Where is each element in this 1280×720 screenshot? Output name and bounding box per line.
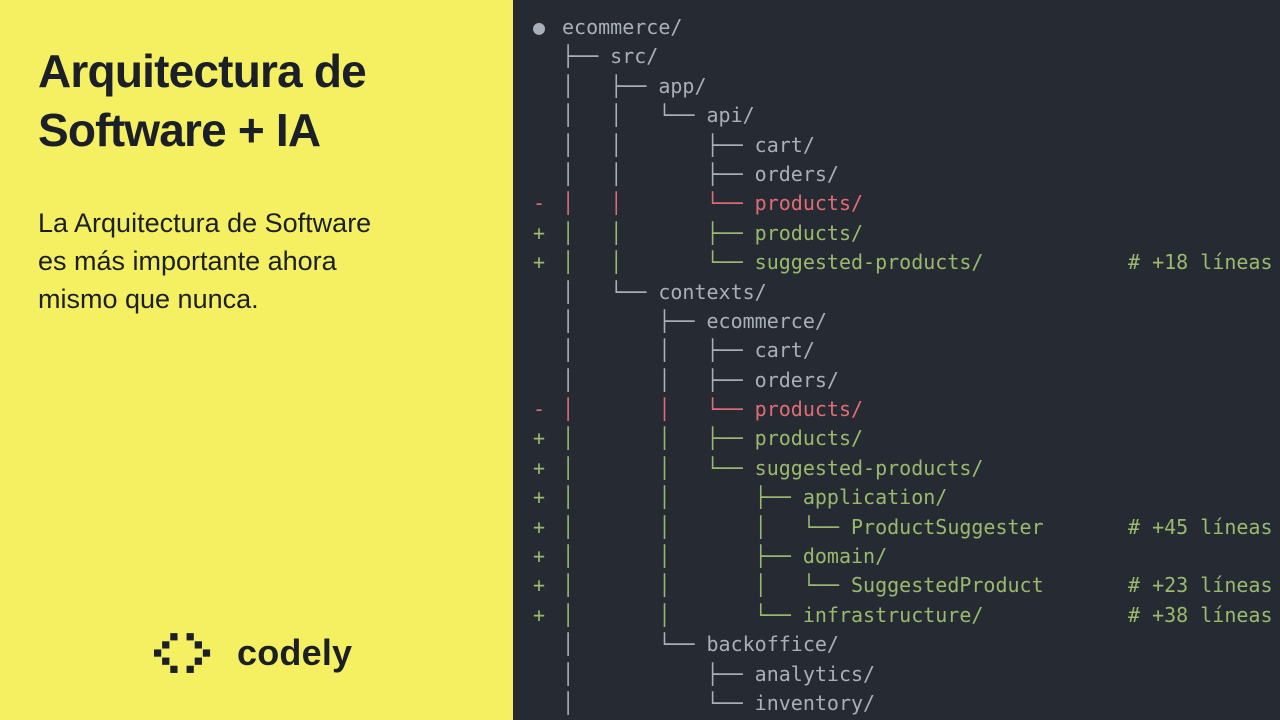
tree-line: │ │ └── api/ (513, 101, 1280, 130)
diff-marker: + (533, 602, 546, 627)
diff-marker: + (533, 220, 546, 245)
tree-line: │ ├── ecommerce/ (513, 307, 1280, 336)
tree-entry: │ ├── ecommerce/ (562, 308, 827, 333)
bullet-icon: ● (533, 15, 546, 39)
tree-line: + │ │ │ └── SuggestedProduct # +23 líneas (513, 571, 1280, 600)
tree-entry: │ │ ├── orders/ (562, 161, 839, 186)
diff-marker: - (533, 397, 546, 422)
tree-entry: │ │ ├── products/ (562, 426, 864, 451)
tree-entry: │ │ ├── products/ (562, 220, 864, 245)
tree-line: + │ │ ├── application/ (513, 483, 1280, 512)
diff-marker: + (533, 455, 546, 480)
tree-entry: │ │ └── infrastructure/ (562, 602, 984, 627)
file-tree: ● ecommerce/ ├── src/ │ ├── app/ │ │ └── api… (513, 13, 1280, 718)
tree-line: + │ │ ├── products/ (513, 424, 1280, 453)
diff-marker: - (533, 191, 546, 216)
subtitle: La Arquitectura de Software es más impor… (38, 204, 371, 318)
tree-entry: ├── src/ (562, 44, 659, 69)
tree-line: │ │ ├── orders/ (513, 160, 1280, 189)
tree-line: │ └── inventory/ (513, 689, 1280, 718)
tree-line: ├── src/ (513, 42, 1280, 71)
subtitle-line-1: La Arquitectura de Software (38, 208, 372, 238)
tree-entry: │ │ └── api/ (562, 103, 755, 128)
line-comment: # +38 líneas (1128, 602, 1273, 627)
tree-entry: │ │ │ └── SuggestedProduct (562, 573, 1044, 598)
tree-line: + │ │ └── infrastructure/ # +38 líneas (513, 601, 1280, 630)
tree-entry: │ │ ├── application/ (562, 485, 948, 510)
codely-wordmark: codely (237, 632, 353, 673)
code-panel: ● ecommerce/ ├── src/ │ ├── app/ │ │ └── api… (513, 0, 1280, 720)
tree-entry: │ │ └── products/ (562, 397, 864, 422)
tree-line: + │ │ ├── products/ (513, 219, 1280, 248)
tree-line: -│ │ └── products/ (513, 189, 1280, 218)
tree-line: │ └── contexts/ (513, 278, 1280, 307)
line-comment: # +23 líneas (1128, 573, 1273, 598)
tree-line: ● ecommerce/ (513, 13, 1280, 42)
left-panel: Arquitectura de Software + IA La Arquite… (0, 0, 513, 720)
tree-entry: │ │ │ └── ProductSuggester (562, 514, 1044, 539)
tree-line: │ │ ├── cart/ (513, 131, 1280, 160)
tree-entry: │ └── contexts/ (562, 279, 767, 304)
tree-entry: │ ├── analytics/ (562, 661, 876, 686)
tree-line: │ └── backoffice/ (513, 630, 1280, 659)
diff-marker: + (533, 514, 546, 539)
line-comment: # +18 líneas (1128, 250, 1273, 275)
diff-marker: + (533, 544, 546, 569)
tree-entry: │ ├── app/ (562, 73, 707, 98)
page-title: Arquitectura de Software + IA (38, 42, 367, 160)
tree-line: -│ │ └── products/ (513, 395, 1280, 424)
title-line-1: Arquitectura de (38, 45, 367, 97)
tree-entry: │ │ ├── cart/ (562, 132, 815, 157)
diff-marker: + (533, 426, 546, 451)
tree-entry: │ │ ├── cart/ (562, 338, 815, 363)
tree-entry: │ └── backoffice/ (562, 632, 839, 657)
tree-line: + │ │ ├── domain/ (513, 542, 1280, 571)
tree-entry: │ │ ├── orders/ (562, 367, 839, 392)
tree-line: │ ├── analytics/ (513, 660, 1280, 689)
tree-line: │ ├── app/ (513, 72, 1280, 101)
codely-logo: codely (154, 632, 352, 674)
subtitle-line-2: es más importante ahora (38, 246, 337, 276)
subtitle-line-3: mismo que nunca. (38, 284, 259, 314)
tree-line: + │ │ │ └── ProductSuggester # +45 líneas (513, 513, 1280, 542)
diff-marker: + (533, 250, 546, 275)
tree-line: │ │ ├── orders/ (513, 366, 1280, 395)
title-line-2: Software + IA (38, 104, 321, 156)
tree-line: + │ │ └── suggested-products/ # +18 líneas (513, 248, 1280, 277)
tree-entry: │ │ ├── domain/ (562, 544, 888, 569)
codely-logo-icon (154, 632, 211, 673)
tree-line: │ │ ├── cart/ (513, 336, 1280, 365)
tree-entry: │ └── inventory/ (562, 690, 876, 715)
diff-marker: + (533, 485, 546, 510)
tree-line: + │ │ └── suggested-products/ (513, 454, 1280, 483)
tree-entry: │ │ └── suggested-products/ (562, 455, 984, 480)
line-comment: # +45 líneas (1128, 514, 1273, 539)
tree-entry: │ │ └── products/ (562, 191, 864, 216)
diff-marker: + (533, 573, 546, 598)
tree-entry: │ │ └── suggested-products/ (562, 250, 984, 275)
tree-entry: ecommerce/ (562, 15, 683, 39)
